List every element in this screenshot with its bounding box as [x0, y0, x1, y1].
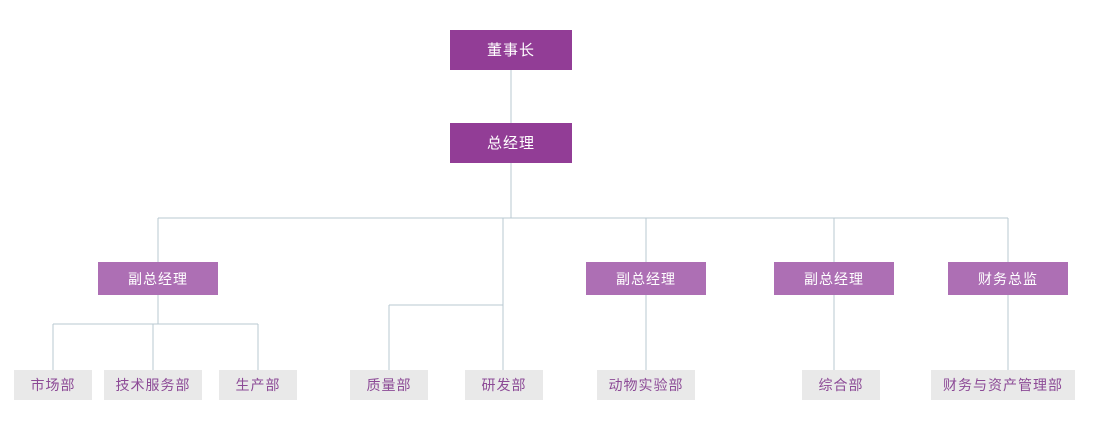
node-dept-market[interactable]: 市场部 — [14, 370, 92, 400]
node-dept-production-label: 生产部 — [235, 377, 281, 393]
node-dept-tech-service-label: 技术服务部 — [115, 377, 191, 393]
node-dept-quality[interactable]: 质量部 — [350, 370, 428, 400]
node-vice-general-manager-3[interactable]: 副总经理 — [774, 262, 894, 295]
node-dept-rnd-label: 研发部 — [481, 377, 527, 393]
node-vice-general-manager-1[interactable]: 副总经理 — [98, 262, 218, 295]
node-vice-general-manager-3-label: 副总经理 — [804, 270, 864, 287]
node-general-manager[interactable]: 总经理 — [450, 123, 572, 163]
node-dept-production[interactable]: 生产部 — [219, 370, 297, 400]
node-general-manager-label: 总经理 — [486, 134, 535, 152]
node-chairman[interactable]: 董事长 — [450, 30, 572, 70]
node-dept-finance-asset-label: 财务与资产管理部 — [943, 377, 1063, 393]
node-dept-general-affairs-label: 综合部 — [818, 377, 864, 393]
node-vice-general-manager-1-label: 副总经理 — [128, 270, 188, 287]
node-vice-general-manager-2[interactable]: 副总经理 — [586, 262, 706, 295]
node-dept-animal-lab-label: 动物实验部 — [608, 377, 684, 393]
node-dept-quality-label: 质量部 — [366, 377, 412, 393]
node-chairman-label: 董事长 — [486, 41, 535, 59]
node-dept-rnd[interactable]: 研发部 — [465, 370, 543, 400]
node-vice-general-manager-2-label: 副总经理 — [616, 270, 676, 287]
node-dept-finance-asset[interactable]: 财务与资产管理部 — [931, 370, 1075, 400]
node-dept-general-affairs[interactable]: 综合部 — [802, 370, 880, 400]
node-cfo-label: 财务总监 — [978, 270, 1038, 287]
node-dept-market-label: 市场部 — [30, 377, 76, 393]
node-dept-tech-service[interactable]: 技术服务部 — [104, 370, 202, 400]
node-dept-animal-lab[interactable]: 动物实验部 — [597, 370, 695, 400]
node-cfo[interactable]: 财务总监 — [948, 262, 1068, 295]
